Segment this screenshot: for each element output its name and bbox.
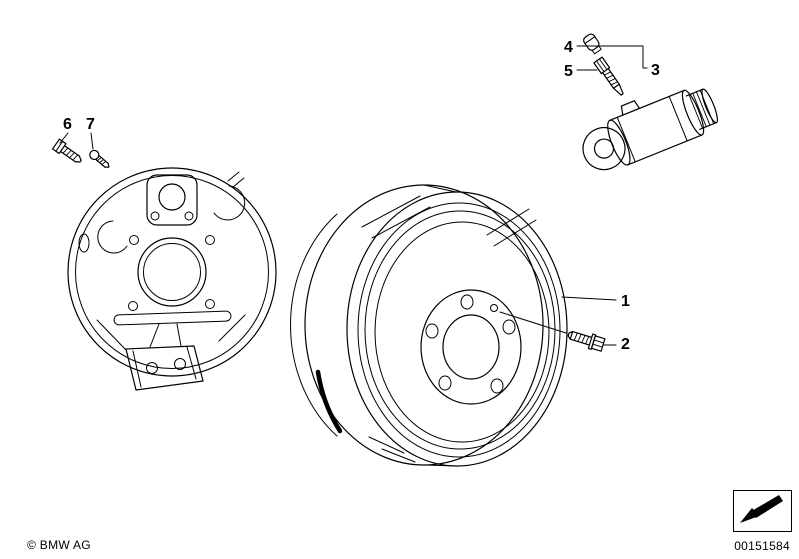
leader-7 — [90, 132, 94, 150]
callout-labels: 1 2 3 4 5 6 7 — [63, 39, 660, 353]
copyright-text: © BMW AG — [27, 538, 91, 552]
wheel-bolt — [567, 330, 606, 352]
travel-direction-box — [733, 490, 792, 532]
wheel-brake-cylinder — [582, 88, 718, 171]
callout-6[interactable]: 6 — [63, 116, 72, 133]
brake-drum — [290, 184, 568, 467]
leader-6 — [59, 132, 69, 144]
bleeder-valve-cap — [583, 33, 602, 55]
bleeder-screw — [593, 56, 624, 96]
callout-1[interactable]: 1 — [621, 293, 630, 310]
leader-3-4-bracket — [576, 45, 648, 69]
callout-leader-lines — [59, 45, 648, 346]
callout-7[interactable]: 7 — [86, 116, 95, 133]
callout-2[interactable]: 2 — [621, 336, 630, 353]
plate-screw — [51, 138, 82, 163]
callout-3[interactable]: 3 — [651, 62, 660, 79]
plate-screw-small — [89, 149, 110, 168]
callout-5[interactable]: 5 — [564, 63, 573, 80]
image-number: 00151584 — [734, 539, 790, 553]
callout-4[interactable]: 4 — [564, 39, 573, 56]
leader-1 — [561, 296, 617, 301]
travel-direction-arrow-icon — [740, 495, 783, 523]
leader-2-hole — [499, 311, 567, 334]
brake-backing-plate — [67, 167, 277, 391]
